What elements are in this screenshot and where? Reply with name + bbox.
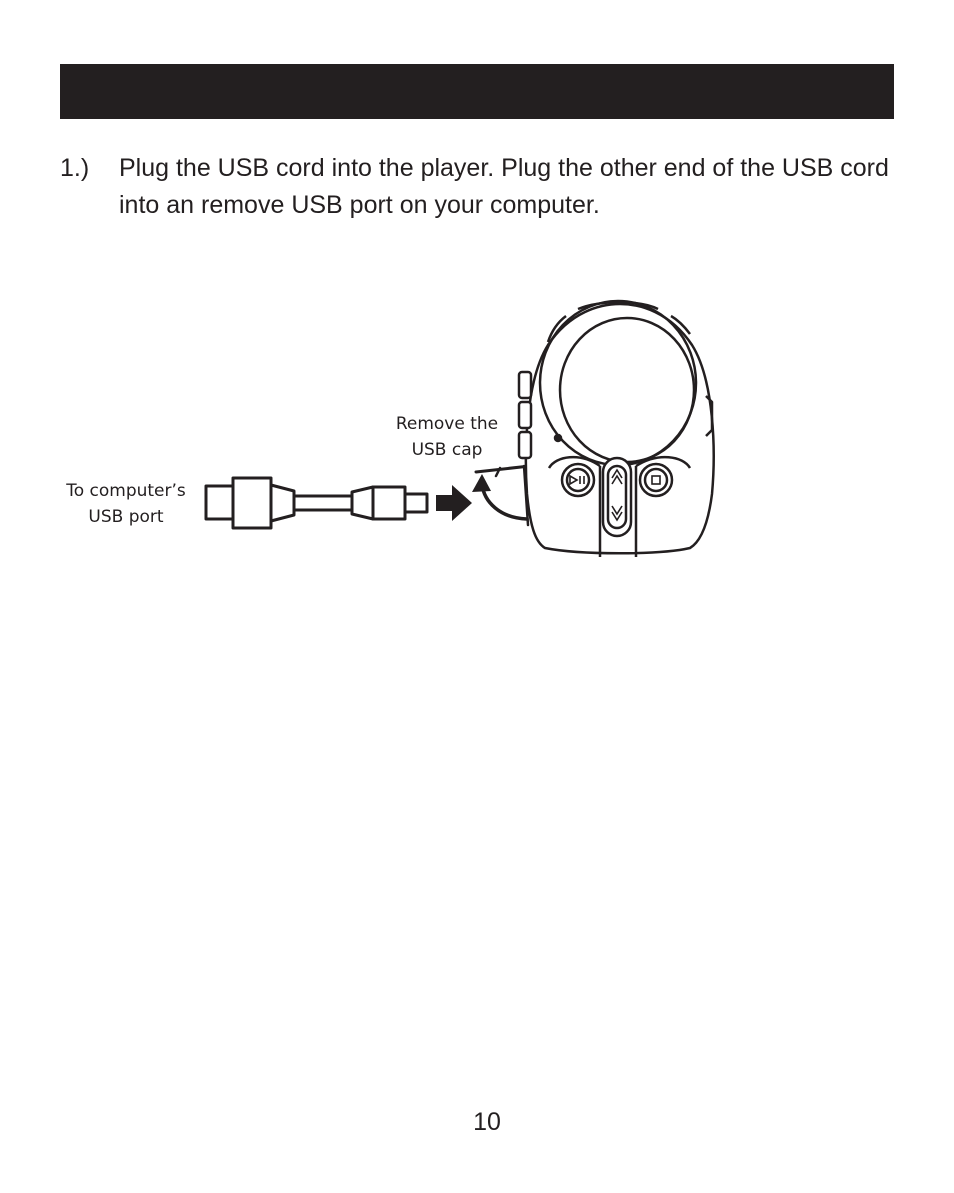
skip-up-icon: [611, 468, 623, 485]
insert-arrow-icon: [436, 485, 472, 521]
play-pause-icon: [569, 474, 585, 486]
step-text: Plug the USB cord into the player. Plug …: [119, 154, 889, 219]
step-number: 1.): [60, 154, 90, 182]
page-number: 10: [473, 1108, 501, 1136]
usb-cap-callout: Remove the USB cap: [395, 414, 499, 460]
mp3-player-illustration: [517, 299, 715, 557]
usb-a-plug-icon: [204, 476, 296, 530]
mini-usb-plug-icon: [350, 485, 429, 521]
usb-cable: [292, 494, 354, 512]
usb-cap: [474, 464, 532, 474]
usb-connection-illustration: To computer’s USB port Remove the USB ca…: [0, 280, 954, 580]
skip-down-icon: [611, 505, 623, 522]
computer-port-callout: To computer’s USB port: [66, 481, 186, 527]
usb-connection-diagram: [204, 299, 715, 557]
curved-arrow-head: [472, 474, 491, 492]
stop-icon: [651, 475, 661, 485]
section-header-bar: [60, 64, 894, 119]
